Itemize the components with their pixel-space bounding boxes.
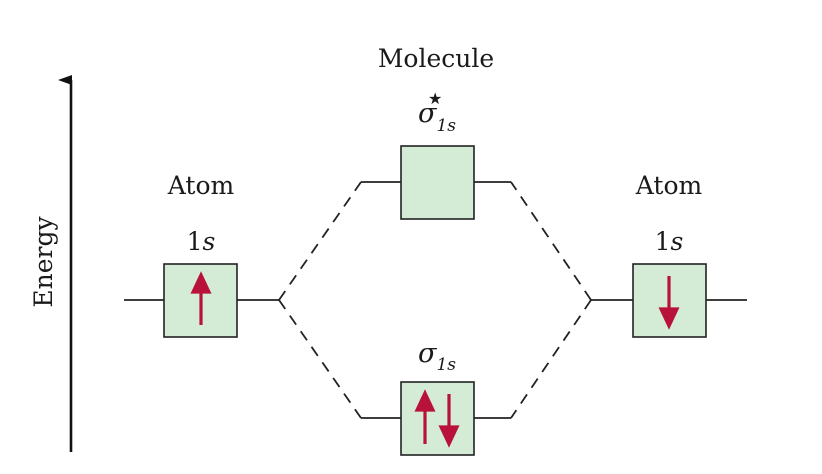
antibonding-orbital-label: σ1s — [418, 98, 456, 136]
bonding-orbital-box — [400, 381, 475, 456]
left-orbital-label: 1s — [187, 227, 216, 256]
antibonding-orbital-box — [400, 145, 475, 220]
right-electron-arrow-down — [658, 276, 680, 330]
right-orbital-label: 1s — [655, 227, 684, 256]
left-atom-title: Atom — [167, 171, 235, 200]
right-dashed-to-antibonding — [510, 181, 592, 301]
energy-axis-label: Energy — [29, 216, 58, 308]
antibonding-star: ★ — [428, 89, 442, 108]
left-electron-arrow-up — [190, 271, 212, 325]
left-dashed-to-bonding — [278, 299, 362, 419]
bonding-electron-arrow-up — [414, 389, 436, 444]
bonding-electron-arrow-down — [438, 394, 460, 448]
bonding-orbital-label: σ1s — [418, 338, 456, 375]
right-atom-title: Atom — [635, 171, 703, 200]
left-dashed-to-antibonding — [278, 181, 362, 301]
molecule-label: Molecule — [378, 44, 494, 73]
right-dashed-to-bonding — [510, 299, 592, 419]
